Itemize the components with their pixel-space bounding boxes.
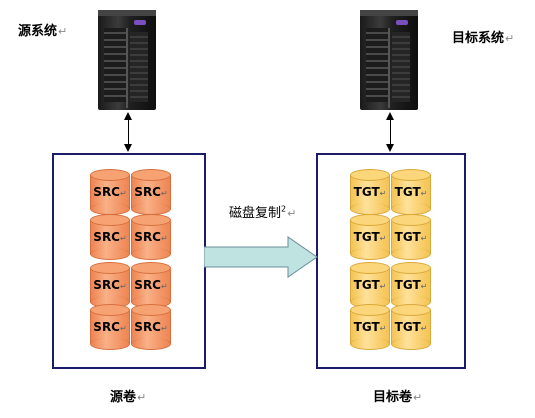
target-disk: TGT↵: [350, 169, 390, 215]
target-disk: TGT↵: [350, 304, 390, 350]
source-disk: SRC↵: [90, 304, 130, 350]
replication-text: 磁盘复制: [229, 206, 282, 221]
source-volume-text: 源卷: [110, 390, 137, 405]
target-system-label: 目标系统↵: [452, 27, 514, 46]
replication-arrow: [204, 236, 318, 278]
target-disk: TGT↵: [391, 304, 431, 350]
target-volume-text: 目标卷: [373, 390, 413, 405]
replication-superscript: 2: [281, 204, 287, 214]
target-disk: TGT↵: [391, 262, 431, 308]
target-disk: TGT↵: [391, 169, 431, 215]
target-disk: TGT↵: [391, 214, 431, 260]
paragraph-mark: ↵: [413, 391, 423, 404]
target-system-text: 目标系统: [452, 31, 505, 46]
paragraph-mark: ↵: [58, 25, 68, 38]
source-disk: SRC↵: [131, 304, 171, 350]
source-server-icon: [98, 10, 156, 110]
target-server-icon: [360, 10, 418, 110]
source-disk: SRC↵: [90, 214, 130, 260]
source-disk: SRC↵: [90, 262, 130, 308]
source-disk: SRC↵: [131, 169, 171, 215]
paragraph-mark: ↵: [505, 32, 515, 45]
target-volume-label: 目标卷↵: [373, 386, 422, 405]
source-volume-label: 源卷↵: [110, 386, 146, 405]
source-disk: SRC↵: [131, 262, 171, 308]
source-system-label: 源系统↵: [18, 20, 67, 39]
source-system-text: 源系统: [18, 24, 58, 39]
target-disk: TGT↵: [350, 262, 390, 308]
replication-label: 磁盘复制2↵: [229, 202, 296, 221]
source-disk: SRC↵: [131, 214, 171, 260]
source-disk: SRC↵: [90, 169, 130, 215]
paragraph-mark: ↵: [137, 391, 147, 404]
target-disk: TGT↵: [350, 214, 390, 260]
paragraph-mark: ↵: [287, 207, 297, 220]
